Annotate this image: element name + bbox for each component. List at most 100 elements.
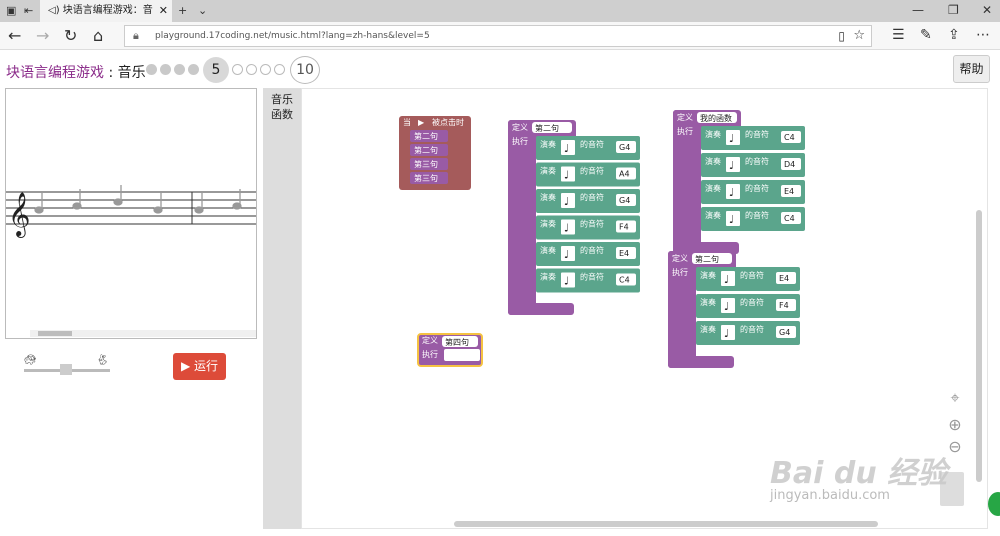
reading-view-icon[interactable]: ▯ bbox=[838, 29, 845, 43]
func3-note-label-2[interactable]: 的音符 bbox=[740, 324, 764, 334]
func3-quarter-note-icon-1[interactable]: ♩ bbox=[724, 300, 729, 313]
refresh-icon[interactable]: ↻ bbox=[64, 26, 78, 45]
func1-note-label-0[interactable]: 的音符 bbox=[580, 139, 604, 149]
level-dot-2[interactable] bbox=[160, 64, 171, 75]
favorites-hub-icon[interactable]: ☰ bbox=[892, 27, 905, 43]
func2-note-field-2[interactable] bbox=[781, 185, 801, 197]
workspace-horizontal-scrollbar[interactable] bbox=[454, 521, 878, 527]
func1-note-field-1[interactable] bbox=[616, 167, 636, 180]
new-tab-icon[interactable]: + bbox=[178, 4, 188, 17]
func1-note-value-3[interactable]: F4 bbox=[619, 223, 629, 232]
toolbox-category-functions[interactable]: 函数 bbox=[271, 108, 293, 121]
func1-note-label-2[interactable]: 的音符 bbox=[580, 192, 604, 202]
level-dot-8[interactable] bbox=[260, 64, 271, 75]
func3-note-label-1[interactable]: 的音符 bbox=[740, 297, 764, 307]
url-field[interactable]: 🔒︎ playground.17coding.net/music.html?la… bbox=[124, 25, 872, 47]
func2-note-field-0[interactable] bbox=[781, 131, 801, 143]
func2-note-label-3[interactable]: 的音符 bbox=[745, 210, 769, 220]
func1-note-picker-5[interactable] bbox=[561, 272, 575, 288]
func1-note-value-0[interactable]: G4 bbox=[619, 143, 630, 152]
call-block-1[interactable] bbox=[410, 144, 448, 156]
tab-close-icon[interactable]: ✕ bbox=[158, 4, 168, 17]
restore-icon[interactable]: ❐ bbox=[948, 3, 959, 17]
func1-note-picker-1[interactable] bbox=[561, 166, 575, 182]
staff-scroll-thumb[interactable] bbox=[38, 331, 72, 336]
func1-note-field-2[interactable] bbox=[616, 194, 636, 206]
workspace-vertical-scrollbar[interactable] bbox=[976, 210, 982, 482]
func3-note-picker-0[interactable] bbox=[721, 271, 735, 286]
func1-note-value-5[interactable]: C4 bbox=[619, 276, 630, 285]
call-label-0[interactable]: 第二句 bbox=[414, 131, 438, 141]
func2-note-picker-1[interactable] bbox=[726, 157, 740, 172]
level-dot-1[interactable] bbox=[146, 64, 157, 75]
func3-note-field-2[interactable] bbox=[776, 326, 796, 338]
func1-note-field-4[interactable] bbox=[616, 247, 636, 259]
favorite-star-icon[interactable]: ☆ bbox=[853, 28, 865, 43]
func1-note-label-3[interactable]: 的音符 bbox=[580, 219, 604, 229]
set-aside-tabs-icon[interactable]: ⇤ bbox=[24, 4, 34, 17]
func3-note-field-1[interactable] bbox=[776, 299, 796, 311]
func1-define-block[interactable] bbox=[508, 120, 536, 315]
func1-note-picker-2[interactable] bbox=[561, 193, 575, 208]
func3-note-field-0[interactable] bbox=[776, 272, 796, 284]
tab-actions-icon[interactable]: ▣ bbox=[6, 4, 17, 17]
func2-note-picker-0[interactable] bbox=[726, 130, 740, 145]
minimize-icon[interactable]: — bbox=[912, 3, 924, 17]
func2-note-value-3[interactable]: C4 bbox=[784, 214, 795, 223]
toolbox-category-music[interactable]: 音乐 bbox=[271, 93, 293, 106]
func1-note-field-0[interactable] bbox=[616, 141, 636, 153]
back-icon[interactable]: ← bbox=[8, 26, 22, 45]
more-icon[interactable]: ⋯ bbox=[976, 27, 990, 43]
run-button[interactable]: ▶ 运行 bbox=[173, 353, 226, 380]
func1-note-picker-4[interactable] bbox=[561, 246, 575, 261]
func3-note-picker-2[interactable] bbox=[721, 325, 735, 340]
func1-note-value-1[interactable]: A4 bbox=[619, 170, 630, 179]
staff-scrollbar[interactable] bbox=[30, 330, 256, 337]
last-level[interactable]: 10 bbox=[290, 56, 320, 84]
func2-note-picker-3[interactable] bbox=[726, 211, 740, 226]
func1-quarter-note-icon-3[interactable]: ♩ bbox=[564, 222, 569, 235]
func1-quarter-note-icon-5[interactable]: ♩ bbox=[564, 275, 569, 288]
func2-note-value-0[interactable]: C4 bbox=[784, 133, 795, 142]
help-button[interactable]: 帮助 bbox=[953, 55, 990, 83]
func1-quarter-note-icon-1[interactable]: ♩ bbox=[564, 169, 569, 182]
speed-knob[interactable] bbox=[60, 364, 72, 375]
browser-tab[interactable]: ◁) 块语言编程游戏：音 ✕ bbox=[40, 0, 172, 22]
call-label-3[interactable]: 第三句 bbox=[414, 173, 438, 183]
zoom-out-icon[interactable]: ⊖ bbox=[948, 437, 962, 456]
func2-quarter-note-icon-3[interactable]: ♩ bbox=[729, 213, 734, 226]
home-icon[interactable]: ⌂ bbox=[93, 26, 104, 45]
func1-note-picker-3[interactable] bbox=[561, 219, 575, 235]
forward-icon[interactable]: → bbox=[36, 26, 50, 45]
level-dot-4[interactable] bbox=[188, 64, 199, 75]
func2-note-label-0[interactable]: 的音符 bbox=[745, 129, 769, 139]
func2-define-block[interactable] bbox=[673, 110, 701, 254]
call-label-2[interactable]: 第三句 bbox=[414, 159, 438, 169]
func1-note-field-5[interactable] bbox=[616, 273, 636, 286]
speed-slider[interactable]: 🐢︎ 🐇︎ bbox=[22, 355, 112, 377]
func1-quarter-note-icon-4[interactable]: ♩ bbox=[564, 248, 569, 261]
func3-note-label-0[interactable]: 的音符 bbox=[740, 270, 764, 280]
call-label-1[interactable]: 第二句 bbox=[414, 145, 438, 155]
func3-note-value-2[interactable]: G4 bbox=[779, 328, 790, 337]
func1-note-label-4[interactable]: 的音符 bbox=[580, 245, 604, 255]
web-note-icon[interactable]: ✎ bbox=[920, 27, 932, 43]
level-dot-3[interactable] bbox=[174, 64, 185, 75]
func1-note-label-1[interactable]: 的音符 bbox=[580, 166, 604, 176]
func2-quarter-note-icon-2[interactable]: ♩ bbox=[729, 186, 734, 199]
func3-quarter-note-icon-0[interactable]: ♩ bbox=[724, 273, 729, 286]
func1-note-value-2[interactable]: G4 bbox=[619, 196, 630, 205]
func2-quarter-note-icon-0[interactable]: ♩ bbox=[729, 132, 734, 145]
recenter-icon[interactable]: ⌖ bbox=[950, 388, 960, 407]
func1-quarter-note-icon-0[interactable]: ♩ bbox=[564, 142, 569, 155]
call-block-2[interactable] bbox=[410, 158, 448, 170]
call-block-3[interactable] bbox=[410, 172, 448, 184]
func2-note-field-3[interactable] bbox=[781, 212, 801, 224]
zoom-in-icon[interactable]: ⊕ bbox=[948, 415, 962, 434]
level-dot-7[interactable] bbox=[246, 64, 257, 75]
func3-quarter-note-icon-2[interactable]: ♩ bbox=[724, 327, 729, 340]
func3-note-picker-1[interactable] bbox=[721, 298, 735, 313]
func2-note-label-1[interactable]: 的音符 bbox=[745, 156, 769, 166]
